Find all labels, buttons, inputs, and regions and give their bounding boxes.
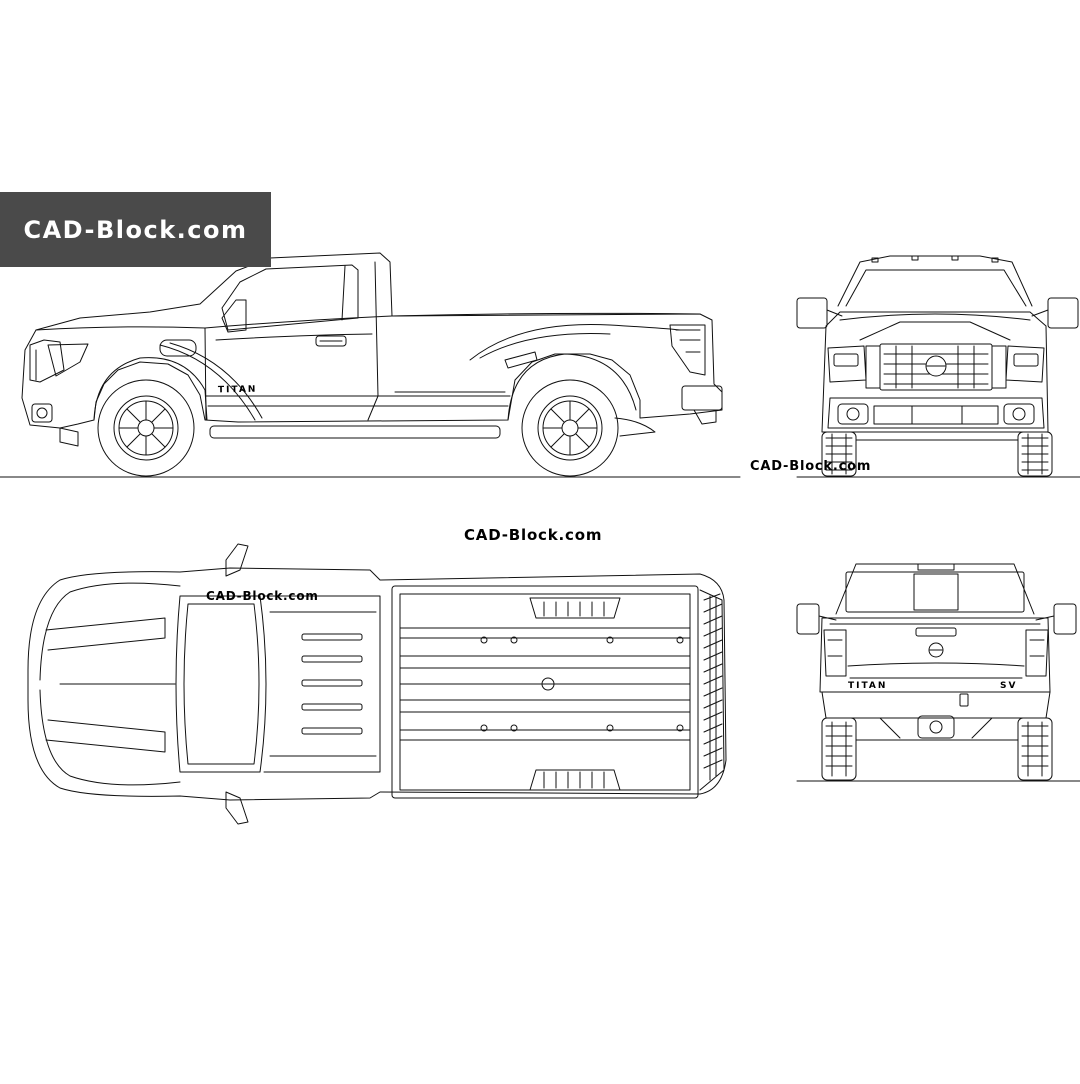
top-view xyxy=(28,544,726,824)
front-right-tire xyxy=(1018,432,1052,476)
watermark-front-view: CAD-Block.com xyxy=(750,459,872,474)
rear-left-tire xyxy=(822,718,856,780)
rear-badge-left: TITAN xyxy=(848,681,887,691)
rear-view: TITAN SV xyxy=(797,564,1076,780)
rear-right-tire xyxy=(1018,718,1052,780)
side-badge: TITAN xyxy=(218,385,258,396)
side-front-wheel xyxy=(98,380,194,476)
front-left-tire xyxy=(822,432,856,476)
brand-banner-text: CAD-Block.com xyxy=(23,215,248,244)
side-rear-wheel xyxy=(522,380,618,476)
side-view: TITAN xyxy=(22,253,722,476)
rear-badge-right: SV xyxy=(1000,681,1017,691)
brand-banner: CAD-Block.com xyxy=(0,192,271,267)
watermark-top-view: CAD-Block.com xyxy=(206,589,319,603)
front-view xyxy=(797,256,1078,476)
watermark-center: CAD-Block.com xyxy=(464,526,603,544)
